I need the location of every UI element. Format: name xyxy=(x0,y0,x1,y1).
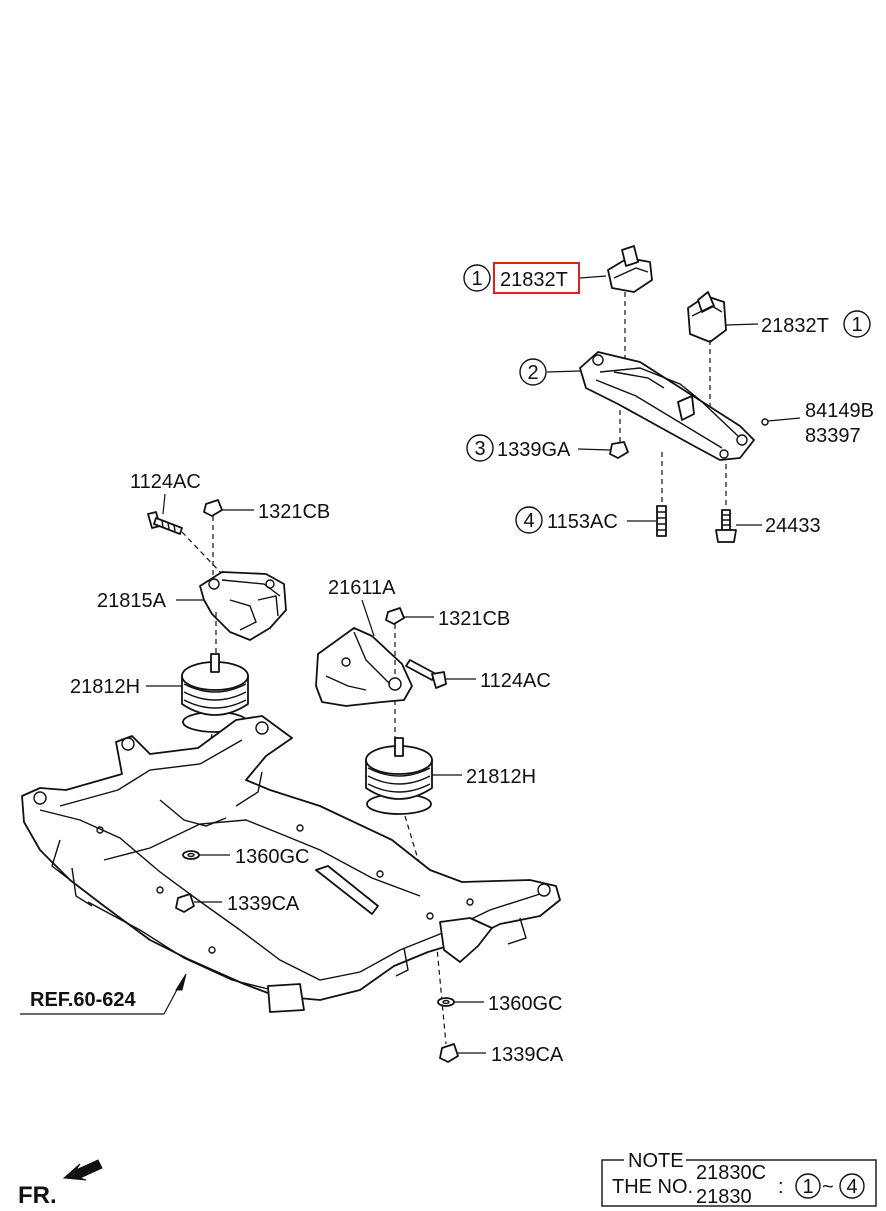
note-colon: : xyxy=(778,1176,784,1198)
callout-1153AC[interactable]: 4 1153AC xyxy=(515,452,667,537)
nut-1321CB-left xyxy=(203,499,223,517)
engine-mount-21812H-left xyxy=(181,653,249,733)
callout-21832T-right[interactable]: 21832T 1 xyxy=(725,310,871,338)
part-label-1339CA-left: 1339CA xyxy=(227,893,300,915)
part-label-1360GC-left: 1360GC xyxy=(235,846,310,868)
bracket-21832T-right xyxy=(687,291,727,412)
engine-mount-21812H-right xyxy=(365,737,433,815)
note-number-1: 21830C xyxy=(696,1162,766,1184)
note-tilde: ~ xyxy=(822,1176,834,1198)
note-range-end: 4 xyxy=(846,1176,857,1198)
callout-1339CA-right[interactable]: 1339CA xyxy=(439,1043,564,1066)
reference-link[interactable]: REF.60-624 xyxy=(20,973,187,1015)
marker-1: 1 xyxy=(471,268,482,290)
callout-21815A[interactable]: 21815A xyxy=(97,590,204,612)
highlight-box xyxy=(493,262,580,294)
reference-label: REF.60-624 xyxy=(30,989,136,1011)
marker-3: 3 xyxy=(474,438,485,460)
callout-1360GC-left[interactable]: 1360GC xyxy=(182,846,310,868)
callout-1124AC-left[interactable]: 1124AC xyxy=(130,471,223,575)
callout-2[interactable]: 2 xyxy=(519,358,581,386)
part-label-1321CB-left: 1321CB xyxy=(258,501,330,523)
callout-1339GA[interactable]: 3 1339GA xyxy=(466,410,629,462)
part-label-1339CA-right: 1339CA xyxy=(491,1044,564,1066)
callout-21611A[interactable]: 21611A xyxy=(328,577,396,637)
part-label-24433: 24433 xyxy=(765,515,821,537)
marker-4: 4 xyxy=(523,510,534,532)
part-label-21815A: 21815A xyxy=(97,590,167,612)
arrow-icon xyxy=(62,1159,103,1181)
callout-1124AC-right[interactable]: 1124AC xyxy=(405,659,551,692)
note-range-start: 1 xyxy=(802,1176,813,1198)
part-label-1360GC-right: 1360GC xyxy=(488,993,563,1015)
note-the-no: THE NO. xyxy=(612,1176,693,1198)
callout-1321CB-right[interactable]: 1321CB xyxy=(385,607,510,676)
washer-1360GC-right xyxy=(437,997,455,1007)
note-number-2: 21830 xyxy=(696,1186,752,1208)
callout-1360GC-right[interactable]: 1360GC xyxy=(437,993,563,1015)
marker-1-right: 1 xyxy=(851,314,862,336)
bracket-21832T-left xyxy=(607,245,653,368)
part-label-1153AC: 1153AC xyxy=(547,511,618,533)
front-label: FR. xyxy=(18,1182,57,1209)
note-box: NOTE THE NO. 21830C 21830 : 1 ~ 4 xyxy=(601,1148,877,1208)
part-label-1339GA: 1339GA xyxy=(497,439,571,461)
bolt-1124AC-right xyxy=(405,659,437,681)
part-label-21812H-left: 21812H xyxy=(70,676,140,698)
callout-84149B-83397[interactable]: 84149B 83397 xyxy=(761,400,874,447)
nut-1339CA-right xyxy=(439,1043,459,1063)
part-label-21812H-right: 21812H xyxy=(466,766,536,788)
front-direction-indicator: FR. xyxy=(18,1159,103,1209)
marker-2: 2 xyxy=(527,362,538,384)
bracket-21611A xyxy=(315,627,413,707)
part-label-21611A: 21611A xyxy=(328,577,396,599)
part-label-1321CB-right: 1321CB xyxy=(438,608,510,630)
washer-1360GC-left xyxy=(182,850,200,860)
nut-1321CB-right xyxy=(385,607,405,625)
part-label-83397: 83397 xyxy=(805,425,861,447)
front-subframe xyxy=(21,715,561,1013)
nut-1339CA-left xyxy=(175,893,195,913)
part-label-21832T-right: 21832T xyxy=(761,315,829,337)
callout-21832T-highlighted[interactable]: 1 21832T xyxy=(463,262,607,294)
transmission-mount-crossmember xyxy=(579,351,755,461)
part-label-1124AC-left: 1124AC xyxy=(130,471,201,493)
callout-24433[interactable]: 24433 xyxy=(715,464,821,543)
callout-21812H-right[interactable]: 21812H xyxy=(432,766,536,788)
part-label-1124AC-right: 1124AC xyxy=(480,670,551,692)
callout-1339CA-left[interactable]: 1339CA xyxy=(175,893,300,915)
callout-21812H-left[interactable]: 21812H xyxy=(70,676,182,698)
callout-1321CB-left[interactable]: 1321CB xyxy=(203,499,330,576)
note-title: NOTE xyxy=(628,1150,684,1172)
part-label-84149B: 84149B xyxy=(805,400,874,422)
nut-1339GA xyxy=(609,441,629,459)
part-label-21832T: 21832T xyxy=(500,269,568,291)
bracket-21815A xyxy=(199,571,287,641)
stud-1153AC xyxy=(656,505,667,537)
